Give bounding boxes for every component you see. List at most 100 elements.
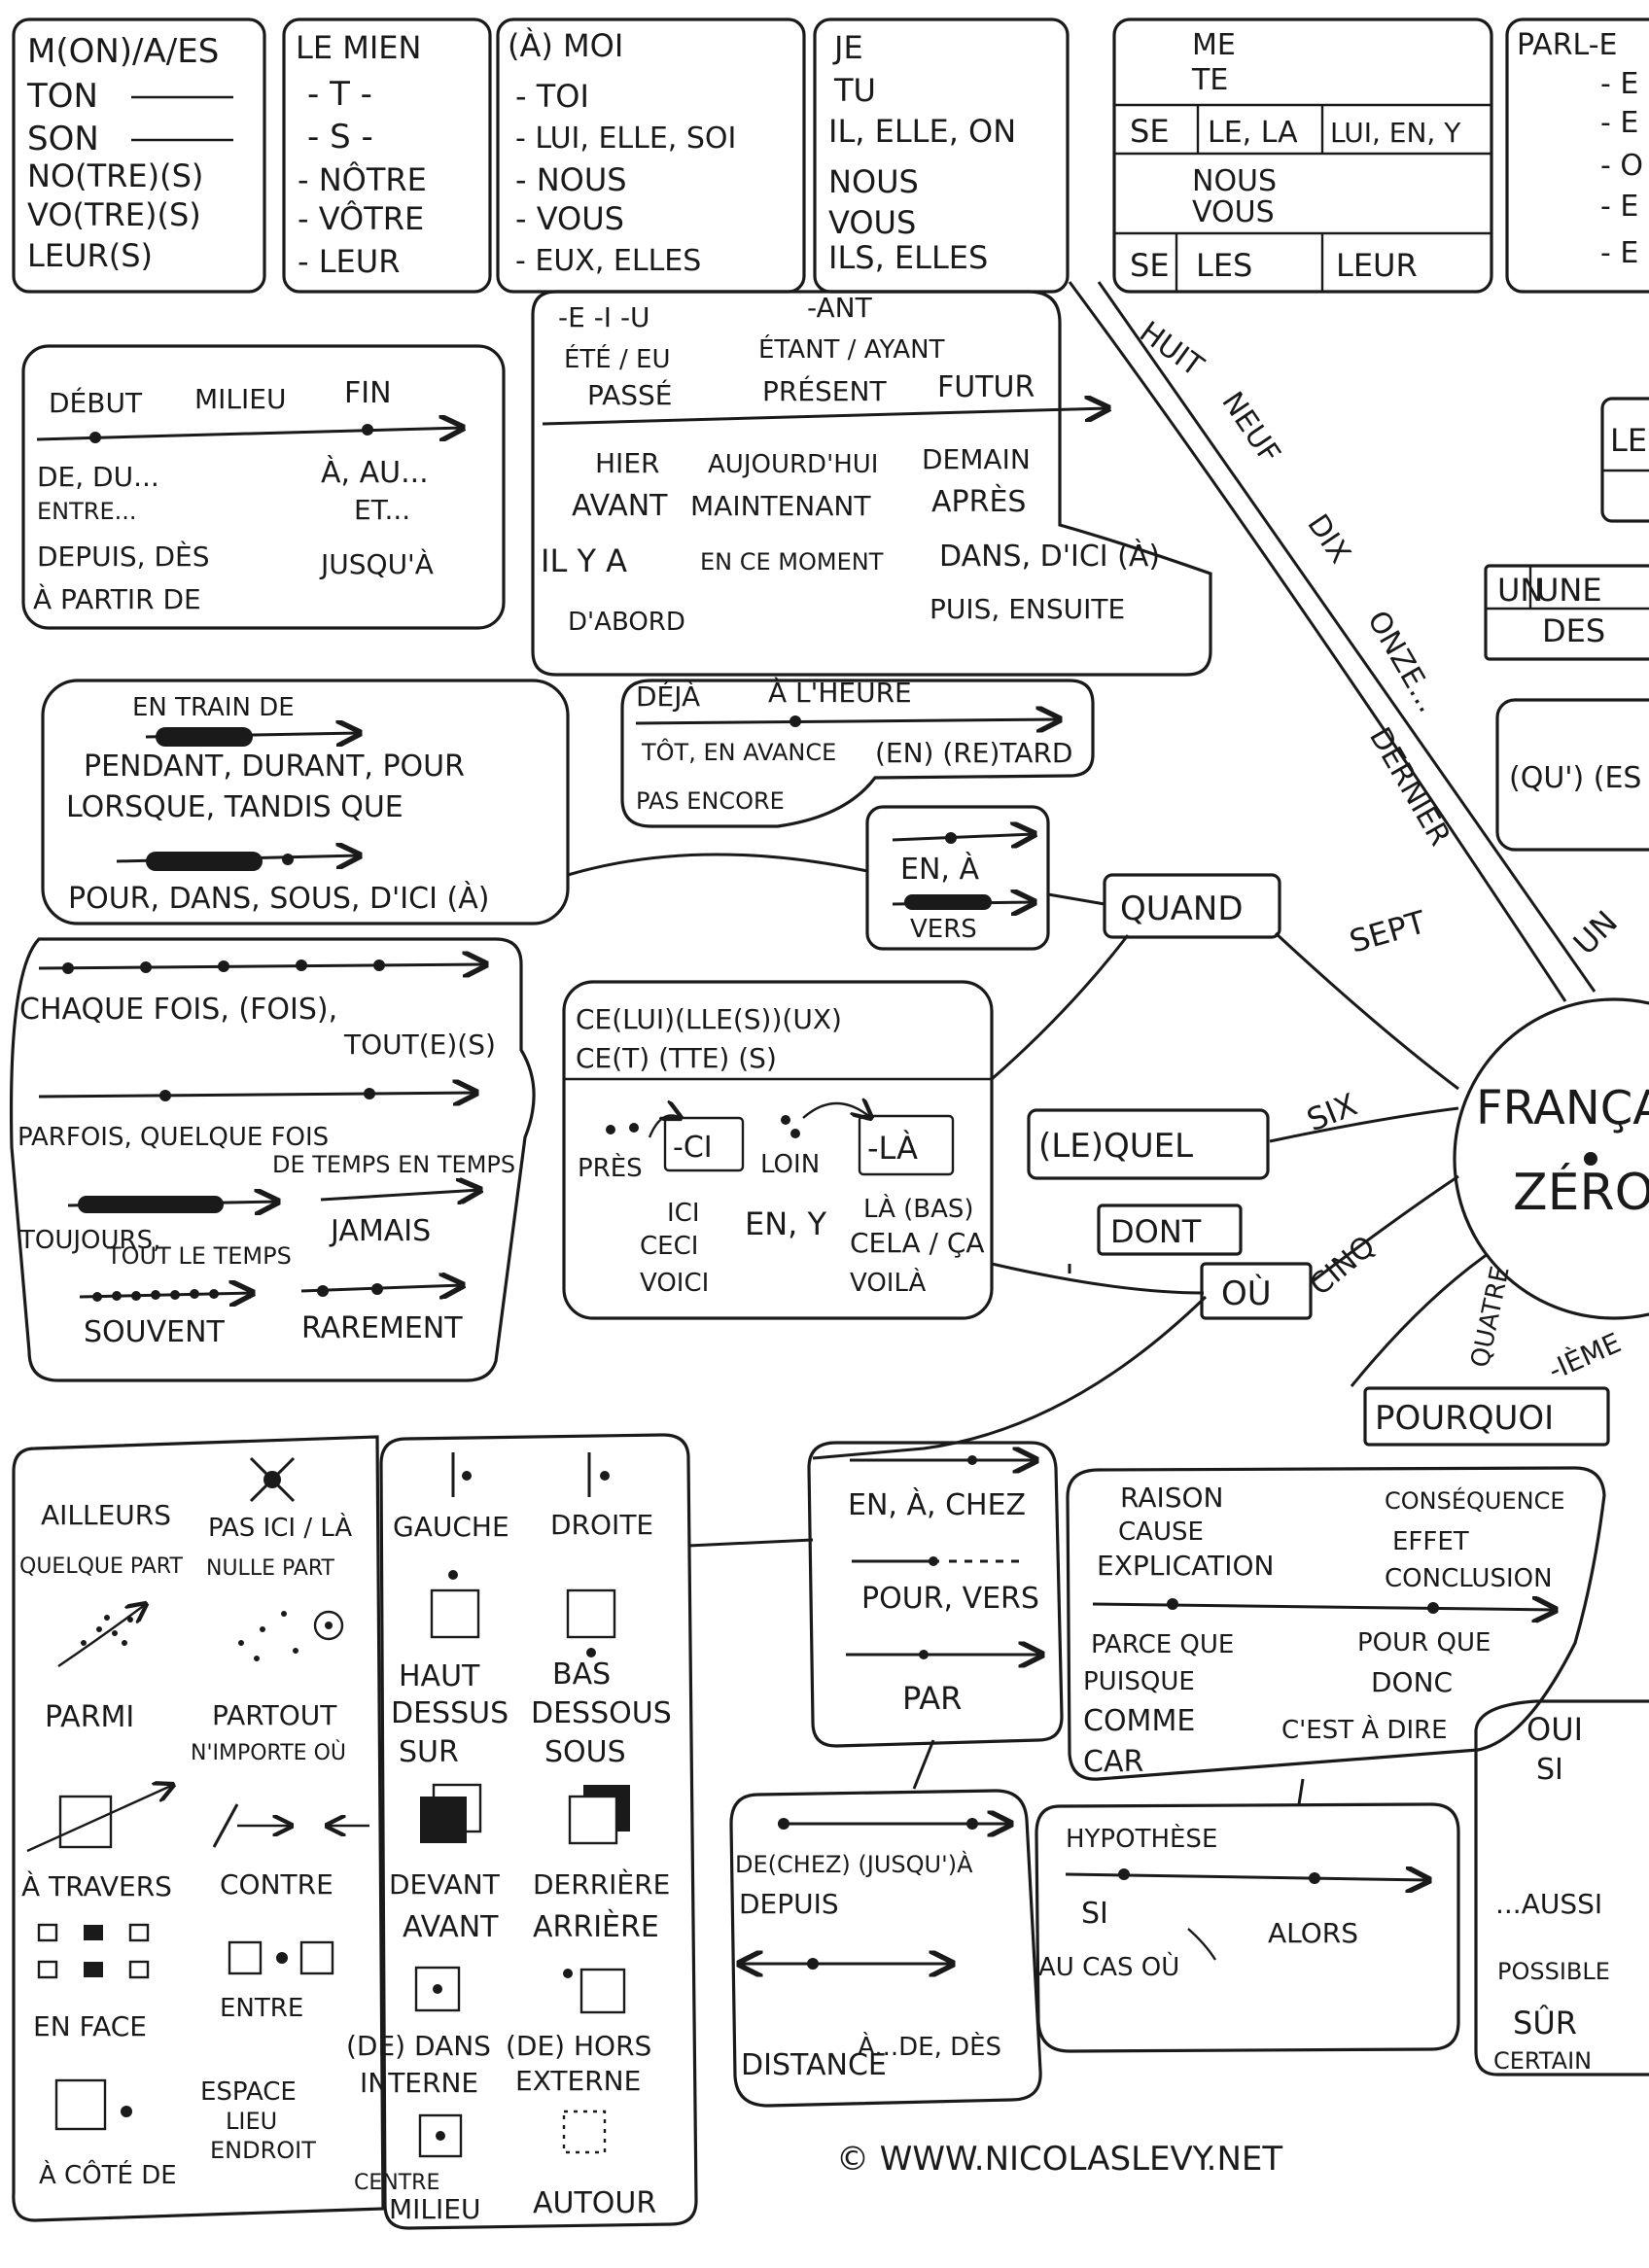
pourquoi-box[interactable]: POURQUOI xyxy=(1363,1386,1610,1447)
poss-adj-1: TON xyxy=(26,77,98,116)
time-futur: FUTUR xyxy=(937,370,1035,404)
poss-adj-2: SON xyxy=(27,120,99,158)
debut-right-1: ET... xyxy=(354,494,410,526)
demo-ici: ICI xyxy=(667,1199,700,1228)
cause-right-0: POUR QUE xyxy=(1357,1628,1491,1657)
subject-pron-5: ILS, ELLES xyxy=(828,239,988,276)
poss-pron-2: - S - xyxy=(307,118,373,157)
subject-pronouns-box: JE TU IL, ELLE, ON NOUS VOUS ILS, ELLES xyxy=(813,17,1070,294)
pos-haut: HAUT xyxy=(399,1659,480,1693)
dont-label: DONT xyxy=(1110,1213,1202,1250)
cause-left-3: CAR xyxy=(1083,1745,1143,1779)
num-dernier: DERNIER xyxy=(1362,722,1456,853)
poss-adj-3: NO(TRE)(S) xyxy=(27,157,203,194)
freq-tout: TOUT(E)(S) xyxy=(343,1029,496,1061)
obj-pron-leur: LEUR xyxy=(1336,247,1418,284)
cause-left-2: COMME xyxy=(1083,1704,1195,1738)
time-present: PRÉSENT xyxy=(762,374,887,407)
num-quatre: QUATRE xyxy=(1466,1264,1516,1371)
time-etant: ÉTANT / AYANT xyxy=(758,333,945,365)
freq-toujours: TOUJOURS, xyxy=(18,1226,160,1255)
right-si: SI xyxy=(1536,1753,1563,1787)
demo-ci: -CI xyxy=(673,1131,713,1165)
num-onze: ONZE... xyxy=(1360,606,1445,718)
time-ant: -ANT xyxy=(807,292,873,324)
ena-label: EN, À xyxy=(900,852,979,887)
retard-label: (EN) (RE)TARD xyxy=(875,737,1072,769)
dist-distance: DISTANCE xyxy=(741,2048,887,2082)
connector-lines xyxy=(567,281,1596,1805)
obj-pron-me: ME xyxy=(1192,28,1236,62)
cause-left-1: PUISQUE xyxy=(1083,1667,1195,1696)
poss-pron-1: - T - xyxy=(307,75,372,114)
place-atravers: À TRAVERS xyxy=(21,1869,172,1902)
parler-0: PARL-E xyxy=(1517,28,1618,62)
ou-box[interactable]: OÙ xyxy=(1200,1262,1313,1320)
hypothesis-box: HYPOTHÈSE SI ALORS AU CAS OÙ xyxy=(1035,1802,1460,2053)
debut-right-2: JUSQU'À xyxy=(319,547,434,580)
time-avant: AVANT xyxy=(572,489,668,523)
lequel-box[interactable]: (LE)QUEL xyxy=(1027,1108,1270,1180)
center-word2: ZÉRO xyxy=(1513,1163,1649,1222)
subject-pron-2: IL, ELLE, ON xyxy=(828,113,1016,150)
right-des: DES xyxy=(1542,612,1605,649)
durant-line3: POUR, DANS, SOUS, D'ICI (À) xyxy=(68,881,489,916)
poss-pron-4: - VÔTRE xyxy=(298,199,424,237)
time-aujourdhui: AUJOURD'HUI xyxy=(708,450,878,479)
dont-box[interactable]: DONT xyxy=(1097,1204,1243,1256)
debut-left-1: ENTRE... xyxy=(37,498,137,525)
debut-label: DÉBUT xyxy=(49,386,143,419)
deja-label: DÉJÀ xyxy=(636,680,700,713)
place-quelquepart: QUELQUE PART xyxy=(19,1554,183,1579)
debut-left-3: À PARTIR DE xyxy=(33,582,201,615)
num-cinq: CINQ xyxy=(1304,1230,1383,1304)
vers-label: VERS xyxy=(910,915,977,944)
demo-line2: CE(T) (TTE) (S) xyxy=(576,1042,777,1074)
cause-left-0: PARCE QUE xyxy=(1091,1630,1234,1659)
right-le: LE xyxy=(1610,422,1647,459)
demo-labas: LÀ (BAS) xyxy=(863,1193,974,1224)
obj-pron-vous: VOUS xyxy=(1192,195,1275,229)
cause-conclusion: CONCLUSION xyxy=(1385,1564,1553,1593)
obj-pron-se-2: SE xyxy=(1130,247,1170,284)
pos-devant: DEVANT xyxy=(389,1868,501,1901)
possessive-adjectives-box: M(ON)/A/ES TON SON NO(TRE)(S) VO(TRE)(S)… xyxy=(12,17,266,294)
time-encemoment: EN CE MOMENT xyxy=(700,548,884,576)
subject-pron-1: TU xyxy=(833,72,876,109)
quand-box[interactable]: QUAND xyxy=(1103,873,1281,939)
num-sept: SEPT xyxy=(1346,903,1430,960)
subject-pron-3: NOUS xyxy=(828,163,919,200)
freq-jamais: JAMAIS xyxy=(329,1214,431,1248)
frequency-box: CHAQUE FOIS, (FOIS), TOUT(E)(S) PARFOIS,… xyxy=(9,937,536,1382)
poss-pron-5: - LEUR xyxy=(298,243,400,280)
object-pronouns-box: ME TE SE LE, LA LUI, EN, Y NOUS VOUS SE … xyxy=(1112,17,1493,294)
cause-cause: CAUSE xyxy=(1118,1518,1204,1547)
time-ete: ÉTÉ / EU xyxy=(564,343,670,374)
subject-pron-0: JE xyxy=(832,29,863,66)
poss-pron-3: - NÔTRE xyxy=(298,160,427,198)
copyright-footer[interactable]: © WWW.NICOLASLEVY.NET xyxy=(836,2140,1282,2179)
lequel-label: (LE)QUEL xyxy=(1038,1127,1193,1166)
places-box: AILLEURS QUELQUE PART PAS ICI / LÀ NULLE… xyxy=(12,1435,385,2222)
demo-voici: VOICI xyxy=(640,1269,709,1298)
freq-parfois: PARFOIS, QUELQUE FOIS xyxy=(18,1123,329,1152)
alheure-label: À L'HEURE xyxy=(768,676,912,709)
stressed-pronouns-box: (À) MOI - TOI - LUI, ELLE, SOI - NOUS - … xyxy=(496,17,806,294)
demo-loin: LOIN xyxy=(760,1150,820,1179)
obj-pron-le-la: LE, LA xyxy=(1208,116,1298,150)
ou-label: OÙ xyxy=(1221,1274,1272,1313)
num-ieme: -IÈME xyxy=(1543,1326,1626,1387)
stressed-pron-3: - NOUS xyxy=(515,161,627,198)
freq-souvent: SOUVENT xyxy=(84,1315,226,1349)
poss-pron-0: LE MIEN xyxy=(296,29,421,66)
hyp-si: SI xyxy=(1081,1897,1108,1931)
stressed-pron-5: - EUX, ELLES xyxy=(515,244,701,278)
demo-la: -LÀ xyxy=(867,1130,918,1167)
dist-depuis: DEPUIS xyxy=(739,1888,839,1920)
pos-arriere: ARRIÈRE xyxy=(533,1909,659,1944)
subject-pron-4: VOUS xyxy=(828,204,916,241)
tot-label: TÔT, EN AVANCE xyxy=(641,737,836,766)
dir-pourvers: POUR, VERS xyxy=(861,1582,1039,1616)
demo-voila: VOILÀ xyxy=(850,1267,927,1298)
right-partial-boxes: LE UN UNE DES (QU') (ES OUI SI ...AUSSI … xyxy=(1474,397,1649,2076)
